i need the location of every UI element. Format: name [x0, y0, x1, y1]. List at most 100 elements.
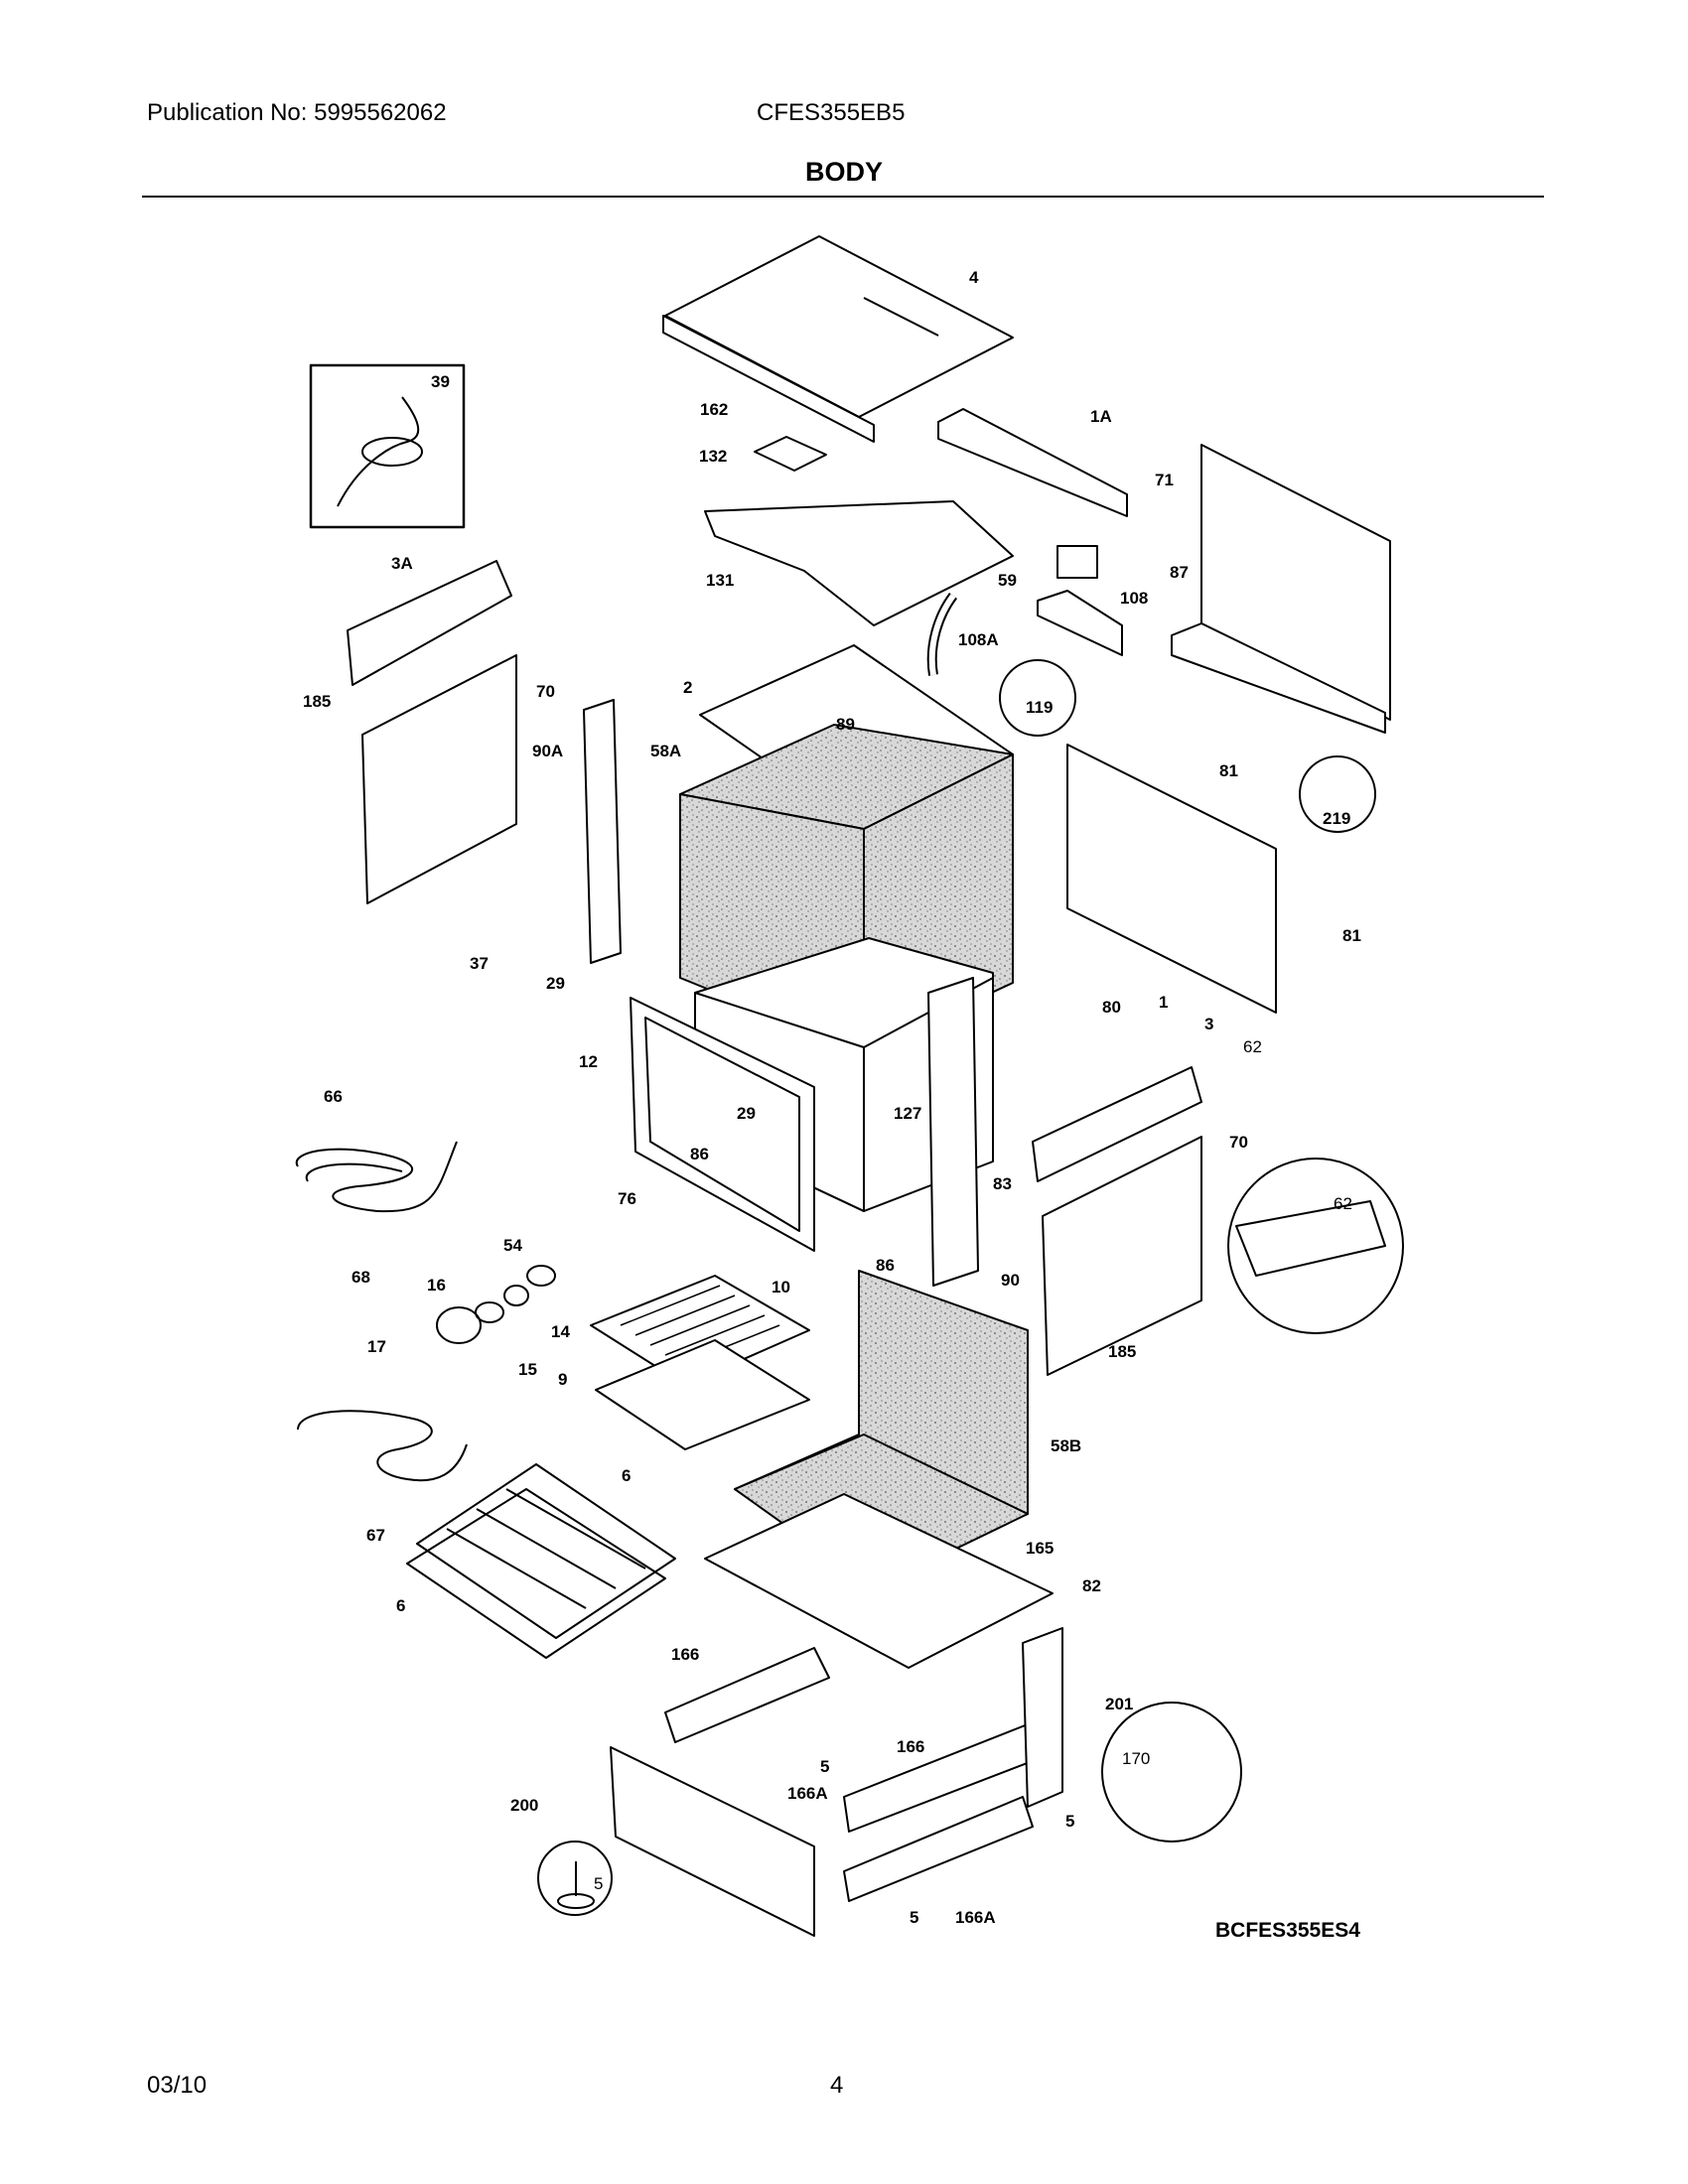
part-oven-rack-upper: [416, 1463, 676, 1639]
part-bracket-108a: [1037, 590, 1123, 656]
callout-1A: 1A: [1090, 407, 1112, 426]
callout-166A: 166A: [787, 1784, 828, 1803]
part-inset-219: [1299, 755, 1376, 833]
part-plate-132: [754, 436, 827, 472]
callout-3: 3: [1204, 1015, 1213, 1033]
callout-68: 68: [352, 1268, 370, 1287]
callout-89: 89: [836, 715, 855, 734]
callout-1: 1: [1159, 993, 1168, 1012]
part-front-frame: [630, 997, 815, 1252]
callout-108A: 108A: [958, 630, 999, 649]
part-oven-rack-lower: [406, 1488, 666, 1659]
part-bake-element: [297, 1410, 468, 1482]
callout-67: 67: [366, 1526, 385, 1545]
callout-165: 165: [1026, 1539, 1054, 1558]
part-front-rail: [662, 315, 875, 443]
callout-2: 2: [683, 678, 692, 697]
part-side-bracket-right: [1032, 1066, 1202, 1182]
callout-12: 12: [579, 1052, 598, 1071]
part-broil-pan: [595, 1339, 810, 1450]
callout-6: 6: [622, 1466, 631, 1485]
callout-86: 86: [690, 1145, 709, 1163]
callout-59: 59: [998, 571, 1017, 590]
callout-108: 108: [1120, 589, 1148, 608]
callout-37: 37: [470, 954, 489, 973]
callout-80: 80: [1102, 998, 1121, 1017]
callout-71: 71: [1155, 471, 1174, 489]
callout-90: 90: [1001, 1271, 1020, 1290]
part-strip-90: [927, 977, 979, 1287]
callout-76: 76: [618, 1189, 636, 1208]
part-broil-element: [295, 1141, 458, 1213]
power-cord-inset: [309, 363, 466, 529]
part-side-panel-left: [361, 654, 517, 904]
callout-166A-b: 166A: [955, 1908, 996, 1927]
diagram-code: BCFES355ES4: [1215, 1919, 1360, 1942]
part-top-panel: [664, 235, 1014, 428]
callout-162: 162: [700, 400, 728, 419]
model-number: CFES355EB5: [757, 99, 906, 126]
callout-29b: 29: [737, 1104, 756, 1123]
callout-58B: 58B: [1051, 1436, 1081, 1455]
callout-86b: 86: [876, 1256, 895, 1275]
callout-119: 119: [1026, 698, 1053, 717]
callout-labels: 4 162 132 1A 71 39 131 59 108 87 108A 3A…: [303, 268, 1361, 1942]
part-terminal-block: [1056, 545, 1098, 579]
callout-66: 66: [324, 1087, 343, 1106]
part-side-panel-right: [1042, 1136, 1202, 1376]
revision-date: 03/10: [147, 2072, 208, 2099]
callout-185: 185: [303, 692, 331, 711]
callout-81b: 81: [1342, 926, 1361, 945]
part-back-panel: [1200, 444, 1391, 721]
callout-62: 62: [1243, 1037, 1262, 1056]
part-main-back-panel: [1066, 744, 1277, 1014]
part-drawer-front-frame: [610, 1746, 815, 1937]
callout-70b: 70: [1229, 1133, 1248, 1152]
callout-132: 132: [699, 447, 727, 466]
part-inset-170: [1101, 1702, 1242, 1843]
part-bottom-frame: [704, 1493, 1054, 1669]
part-back-rail: [1171, 622, 1386, 734]
part-inset-119: [999, 659, 1076, 737]
callout-185b: 185: [1108, 1342, 1136, 1361]
callout-4: 4: [969, 268, 979, 287]
callout-16: 16: [427, 1276, 446, 1295]
callout-82: 82: [1082, 1576, 1101, 1595]
callout-29: 29: [546, 974, 565, 993]
part-drawer-rail-lower: [843, 1796, 1034, 1902]
callout-6b: 6: [396, 1596, 405, 1615]
callout-83: 83: [993, 1174, 1012, 1193]
callout-5: 5: [820, 1757, 829, 1776]
callout-87: 87: [1170, 563, 1189, 582]
page-number: 4: [830, 2072, 844, 2099]
publication-number: Publication No: 5995562062: [147, 99, 447, 126]
callout-5c: 5: [1065, 1812, 1074, 1831]
callout-201: 201: [1105, 1695, 1133, 1713]
callout-14: 14: [551, 1322, 570, 1341]
callout-219: 219: [1323, 809, 1350, 828]
callout-70: 70: [536, 682, 555, 701]
header-divider: [142, 196, 1544, 198]
part-side-bracket: [347, 560, 512, 686]
callout-9: 9: [558, 1370, 567, 1389]
callout-39: 39: [431, 372, 450, 391]
part-side-support: [1022, 1627, 1063, 1808]
callout-62b: 62: [1334, 1194, 1352, 1213]
part-drawer-rail-left: [664, 1647, 830, 1743]
callout-90A: 90A: [532, 742, 563, 760]
page-title: BODY: [804, 157, 883, 187]
callout-166b: 166: [897, 1737, 924, 1756]
callout-5b: 5: [594, 1874, 603, 1893]
callout-170: 170: [1122, 1749, 1150, 1768]
callout-81: 81: [1219, 761, 1238, 780]
callout-166: 166: [671, 1645, 699, 1664]
callout-200: 200: [510, 1796, 538, 1815]
callout-3A: 3A: [391, 554, 413, 573]
callout-58A: 58A: [650, 742, 681, 760]
callout-5d: 5: [910, 1908, 918, 1927]
callout-17: 17: [367, 1337, 386, 1356]
callout-131: 131: [706, 571, 734, 590]
callout-10: 10: [772, 1278, 790, 1297]
part-bracket-rail: [937, 408, 1128, 517]
